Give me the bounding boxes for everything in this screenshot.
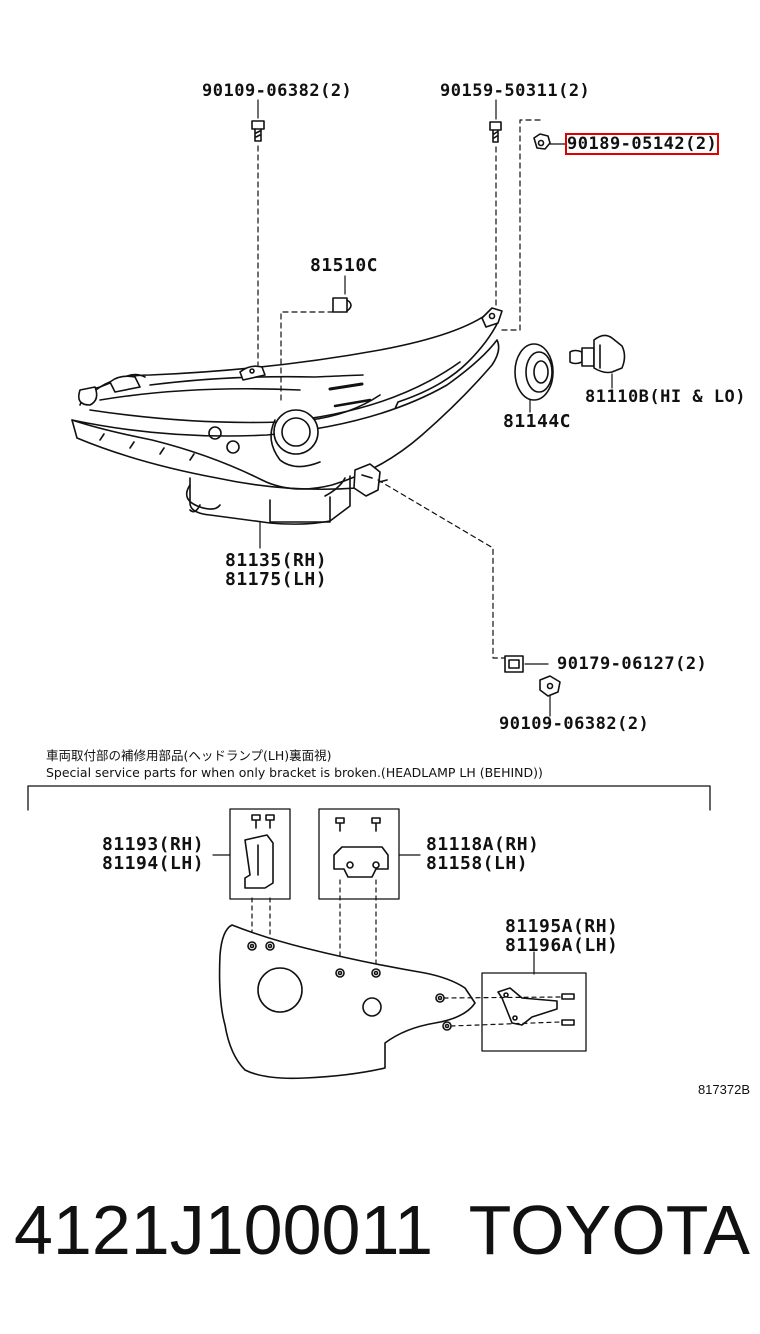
label-bracket-c-lh[interactable]: 81196A(LH) — [505, 935, 619, 956]
label-bolt-top-left[interactable]: 90109-06382(2) — [202, 81, 353, 101]
label-bracket-c-rh[interactable]: 81195A(RH) — [505, 916, 619, 937]
bulb-cover-drawing — [514, 343, 554, 401]
label-headlamp-bulb[interactable]: 81110B(HI & LO) — [585, 387, 747, 407]
bulb-small-drawing — [332, 297, 352, 313]
bracket-a-drawing — [244, 814, 275, 889]
note-english: Special service parts for when only brac… — [46, 765, 543, 780]
label-unit-rh[interactable]: 81135(RH) — [225, 550, 328, 571]
headlamp-housing-drawing — [71, 307, 503, 525]
screw-top-mid-drawing — [489, 121, 502, 143]
footer-brand: TOYOTA — [468, 1191, 750, 1269]
nut-top-right-drawing — [533, 133, 551, 150]
label-bracket-a-lh[interactable]: 81194(LH) — [102, 853, 205, 874]
footer: 4121J100011 TOYOTA — [14, 1190, 750, 1270]
label-bracket-b-rh[interactable]: 81118A(RH) — [426, 834, 540, 855]
label-bulb-small[interactable]: 81510C — [310, 255, 379, 276]
label-bolt-bottom[interactable]: 90109-06382(2) — [499, 714, 650, 734]
label-bulb-cover[interactable]: 81144C — [503, 411, 572, 432]
footer-part-number: 4121J100011 — [14, 1191, 434, 1269]
bolt-top-left-drawing — [251, 120, 265, 142]
bracket-c-drawing — [497, 987, 575, 1026]
headlamp-bulb-drawing — [569, 334, 626, 374]
bolt-bottom-drawing — [539, 675, 561, 697]
label-bracket-a-rh[interactable]: 81193(RH) — [102, 834, 205, 855]
label-bracket-b-lh[interactable]: 81158(LH) — [426, 853, 529, 874]
note-japanese: 車両取付部の補修用部品(ヘッドランプ(LH)裏面視) — [46, 748, 332, 763]
label-unit-lh[interactable]: 81175(LH) — [225, 569, 328, 590]
housing-back-plate-drawing — [218, 924, 476, 1080]
drawing-code: 817372B — [697, 1082, 750, 1097]
label-screw-top-mid[interactable]: 90159-50311(2) — [440, 81, 591, 101]
clip-bottom-drawing — [504, 655, 524, 673]
bracket-b-drawing — [333, 817, 389, 878]
label-clip-bottom[interactable]: 90179-06127(2) — [557, 654, 708, 674]
label-nut-top-right[interactable]: 90189-05142(2) — [564, 133, 720, 155]
